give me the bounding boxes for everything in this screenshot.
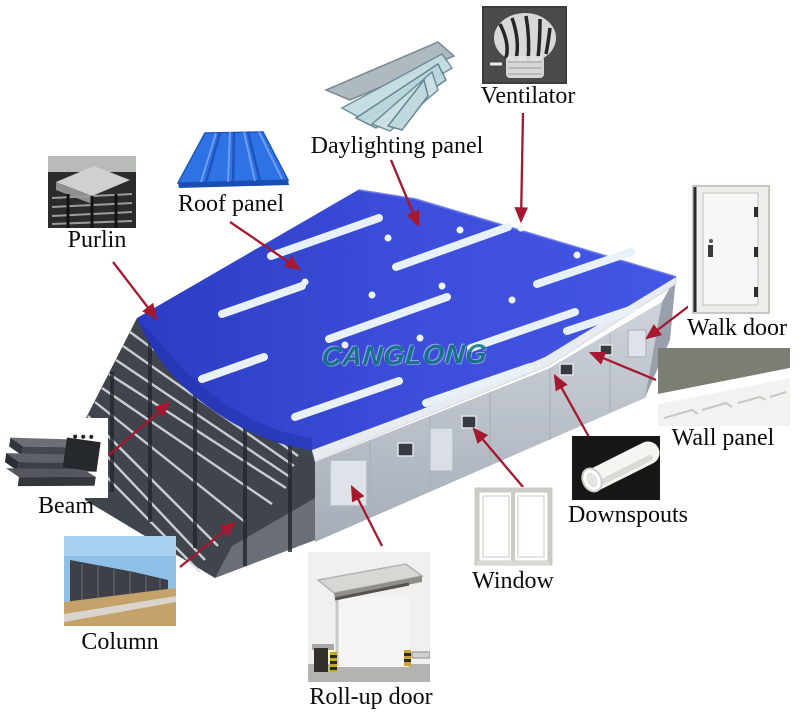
roof-panel-label: Roof panel bbox=[178, 191, 284, 217]
daylighting-panel-image bbox=[320, 38, 456, 134]
wall-panel-image bbox=[658, 348, 790, 426]
callout-arrow-purlin bbox=[112, 261, 158, 320]
callout-arrow-ventilator bbox=[514, 112, 529, 224]
roof-panel-image bbox=[176, 130, 290, 188]
wall-panel-label: Wall panel bbox=[671, 425, 775, 451]
walk-door-image bbox=[688, 183, 774, 317]
beam-label: Beam bbox=[38, 493, 94, 519]
callout-arrow-roll-up-door bbox=[350, 484, 384, 547]
building-roof bbox=[137, 189, 677, 450]
roll-up-door-label: Roll-up door bbox=[309, 684, 433, 710]
downspouts-label: Downspouts bbox=[567, 502, 689, 528]
column-image bbox=[64, 536, 176, 626]
ventilator-label: Ventilator bbox=[480, 83, 576, 109]
building-side-door bbox=[429, 427, 454, 472]
building-rollup-door bbox=[329, 459, 368, 507]
building-walk-door bbox=[627, 329, 647, 358]
callout-arrow-beam bbox=[108, 401, 171, 456]
callout-arrow-window bbox=[472, 427, 524, 488]
callout-arrow-daylighting-panel bbox=[389, 159, 420, 228]
purlin-label: Purlin bbox=[67, 227, 127, 253]
downspouts-image bbox=[572, 436, 660, 500]
roll-up-door-image bbox=[308, 552, 430, 682]
callout-arrow-downspouts bbox=[553, 373, 591, 438]
callout-arrow-roof-panel bbox=[229, 221, 301, 271]
roof-skylight-strips bbox=[198, 214, 637, 421]
callout-arrow-wall-panel bbox=[588, 351, 657, 382]
brand-watermark: CANGLONG bbox=[320, 338, 490, 372]
callout-arrows bbox=[108, 112, 690, 568]
purlin-image bbox=[48, 156, 136, 228]
walk-door-label: Walk door bbox=[686, 315, 788, 341]
column-label: Column bbox=[81, 629, 159, 655]
callout-arrow-walk-door bbox=[645, 305, 690, 340]
ventilator-image bbox=[482, 6, 567, 84]
building-frame-section bbox=[85, 318, 315, 578]
window-image bbox=[474, 487, 553, 568]
roof-ventilator-dots bbox=[301, 224, 581, 349]
beam-image bbox=[2, 418, 108, 498]
daylighting-panel-label: Daylighting panel bbox=[310, 133, 484, 159]
window-label: Window bbox=[472, 568, 554, 594]
callout-arrow-column bbox=[179, 521, 236, 568]
